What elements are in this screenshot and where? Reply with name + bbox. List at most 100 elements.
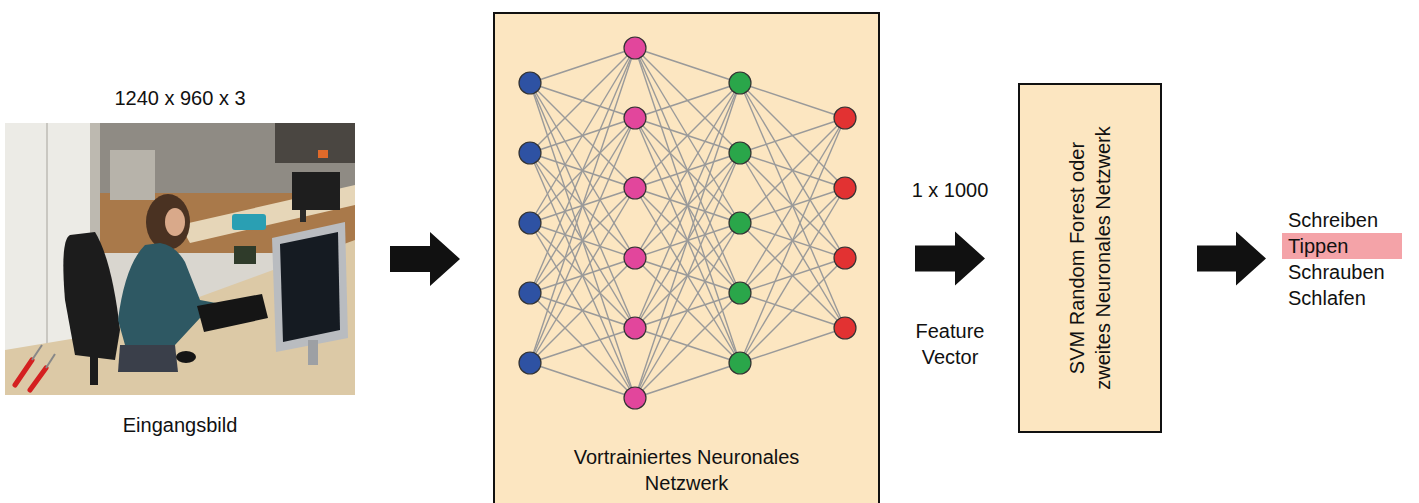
network-weight-line bbox=[530, 48, 635, 293]
class-label: Schreiben bbox=[1282, 207, 1402, 233]
photo-monitor bbox=[280, 232, 340, 342]
free-label-holder: Feature Vector bbox=[900, 318, 1000, 370]
network-weight-line bbox=[740, 83, 845, 328]
network-weight-line bbox=[530, 223, 635, 398]
network-neuron bbox=[834, 317, 856, 339]
network-neuron bbox=[624, 107, 646, 129]
network-neuron bbox=[729, 72, 751, 94]
network-weight-line bbox=[530, 293, 635, 398]
network-weight-line bbox=[740, 188, 845, 363]
network-neuron bbox=[729, 142, 751, 164]
class-list: SchreibenTippenSchraubenSchlafen bbox=[1282, 207, 1402, 311]
network-weight-line bbox=[530, 48, 635, 83]
network-neuron bbox=[519, 352, 541, 374]
network-weight-line bbox=[635, 48, 740, 293]
class-label: Schlafen bbox=[1282, 285, 1402, 311]
network-weight-line bbox=[635, 363, 740, 398]
network-weight-line bbox=[530, 363, 635, 398]
network-weight-line bbox=[530, 258, 635, 363]
photo-back-dark bbox=[275, 123, 355, 163]
photo-keyboard bbox=[197, 294, 268, 332]
photo-chair bbox=[63, 232, 120, 360]
network-weight-line bbox=[635, 48, 740, 223]
network-title: Vortrainiertes Neuronales Netzwerk bbox=[572, 444, 802, 496]
network-neuron bbox=[624, 317, 646, 339]
photo-screwdriver-tip bbox=[32, 345, 42, 360]
network-weight-line bbox=[530, 153, 635, 398]
photo-circuit-board bbox=[234, 246, 256, 264]
network-weight-line bbox=[530, 118, 635, 363]
network-weight-line bbox=[530, 48, 635, 153]
network-weight-line bbox=[740, 83, 845, 188]
feature-vector-label: Feature Vector bbox=[900, 318, 1000, 370]
photo-monitor-foot bbox=[308, 340, 318, 365]
office-photo bbox=[5, 123, 355, 395]
network-neuron bbox=[729, 352, 751, 374]
network-weight-line bbox=[635, 83, 740, 398]
classifier-text-holder: SVM Random Forest oder zweites Neuronale… bbox=[1064, 113, 1116, 403]
photo-screwdriver bbox=[30, 368, 46, 390]
photo-monitor-frame bbox=[272, 222, 348, 352]
network-weight-line bbox=[740, 118, 845, 363]
photo-mouse bbox=[176, 351, 196, 363]
network-neuron bbox=[834, 247, 856, 269]
photo-monitor-back bbox=[292, 172, 340, 210]
photo-cabinet-seam bbox=[46, 123, 48, 350]
network-weight-line bbox=[530, 48, 635, 223]
photo-chair-leg bbox=[90, 355, 98, 385]
network-neuron bbox=[624, 387, 646, 409]
photo-monitor-stand bbox=[300, 210, 306, 222]
network-weight-line bbox=[530, 48, 635, 363]
photo-back-desk bbox=[110, 150, 155, 200]
block-arrow bbox=[915, 232, 985, 286]
image-caption-holder: Eingangsbild bbox=[5, 412, 355, 438]
network-weight-line bbox=[740, 83, 845, 258]
network-neuron bbox=[519, 212, 541, 234]
class-label: Schrauben bbox=[1282, 259, 1402, 285]
block-arrow bbox=[390, 232, 460, 286]
image-caption: Eingangsbild bbox=[5, 412, 355, 438]
photo-legs bbox=[118, 345, 178, 372]
photo-screwdriver-tip bbox=[46, 354, 55, 368]
network-weight-line bbox=[635, 153, 740, 398]
network-weight-line bbox=[530, 328, 635, 363]
network-box: Vortrainiertes Neuronales Netzwerk bbox=[493, 12, 880, 503]
photo-hair bbox=[146, 194, 190, 250]
network-neuron bbox=[834, 107, 856, 129]
photo-wall bbox=[5, 123, 355, 395]
network-weight-line bbox=[635, 83, 740, 188]
network-neuron bbox=[729, 212, 751, 234]
network-weight-line bbox=[740, 83, 845, 118]
photo-back-object bbox=[318, 150, 328, 158]
network-neuron bbox=[519, 142, 541, 164]
dimension-label: 1 x 1000 bbox=[912, 177, 989, 203]
network-weight-line bbox=[530, 83, 635, 398]
network-weight-line bbox=[740, 118, 845, 223]
network-weight-line bbox=[740, 118, 845, 153]
network-weight-line bbox=[635, 48, 740, 363]
network-title-holder: Vortrainiertes Neuronales Netzwerk bbox=[495, 444, 878, 496]
network-weight-line bbox=[635, 83, 740, 118]
neural-network-drawing bbox=[519, 37, 856, 409]
photo-face bbox=[165, 208, 185, 236]
network-weight-line bbox=[530, 188, 635, 363]
image-size-holder: 1240 x 960 x 3 bbox=[5, 85, 355, 111]
image-size-label: 1240 x 960 x 3 bbox=[5, 85, 355, 111]
photo-teal-box bbox=[232, 214, 266, 230]
photo-person bbox=[118, 243, 232, 345]
network-neuron bbox=[729, 282, 751, 304]
network-neuron bbox=[834, 177, 856, 199]
classifier-label: SVM Random Forest oder zweites Neuronale… bbox=[1064, 113, 1116, 403]
network-weight-line bbox=[635, 223, 740, 398]
network-weight-line bbox=[635, 48, 740, 153]
network-weight-line bbox=[635, 83, 740, 258]
classifier-box: SVM Random Forest oder zweites Neuronale… bbox=[1018, 83, 1162, 433]
network-neuron bbox=[519, 72, 541, 94]
network-box-fill bbox=[493, 12, 880, 503]
network-weight-line bbox=[740, 118, 845, 293]
block-arrow bbox=[1197, 232, 1266, 286]
network-weight-line bbox=[635, 48, 740, 83]
edge-label-holder: 1 x 1000 bbox=[912, 177, 989, 203]
network-weight-line bbox=[740, 328, 845, 363]
